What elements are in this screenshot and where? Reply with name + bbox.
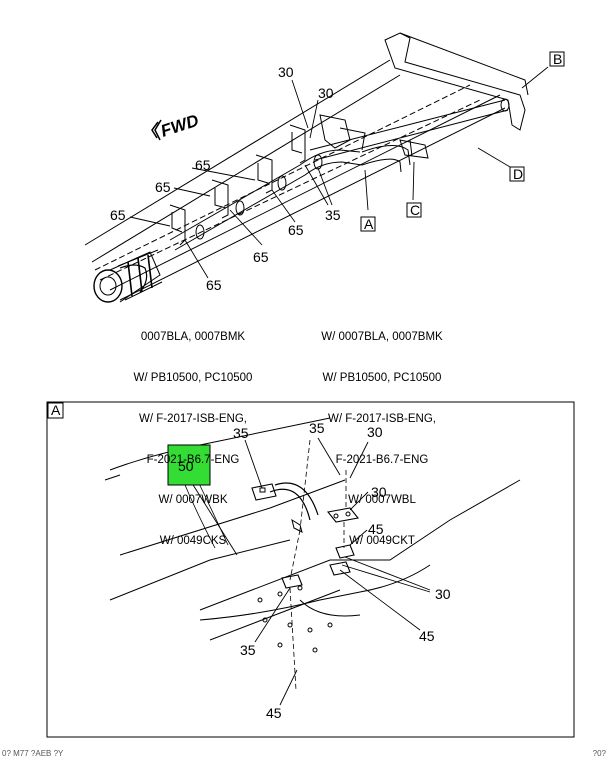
top-leader-lines xyxy=(129,66,549,279)
svg-text:D: D xyxy=(513,166,523,182)
callout-65-d: 65 xyxy=(288,222,304,238)
footer-left: 0? M77 ?AEB ?Y xyxy=(2,749,64,758)
callout-65-a: 65 xyxy=(195,157,211,173)
detail-callout-45-c: 45 xyxy=(266,705,282,721)
detail-callout-35-a: 35 xyxy=(233,425,249,441)
detail-callout-45-b: 45 xyxy=(419,628,435,644)
aftertreatment-canister xyxy=(93,249,163,303)
view-ref-box-a: A xyxy=(360,216,376,232)
fwd-label: FWD xyxy=(158,111,201,141)
detail-callout-30-a: 30 xyxy=(367,424,383,440)
detail-callout-30-c: 30 xyxy=(435,586,451,602)
svg-text:A: A xyxy=(51,402,61,418)
callout-65-c: 65 xyxy=(110,207,126,223)
callout-30-b: 30 xyxy=(318,85,334,101)
detail-callout-45-a: 45 xyxy=(368,521,384,537)
detail-callout-30-b: 30 xyxy=(371,484,387,500)
callout-30-a: 30 xyxy=(278,64,294,80)
view-ref-box-c: C xyxy=(406,202,422,218)
detail-leader-lines xyxy=(189,437,431,706)
callout-50-label: 50 xyxy=(178,458,194,474)
view-ref-box-b: B xyxy=(549,51,565,67)
callout-50-highlight: 50 xyxy=(167,444,211,486)
footer-right: ?0? xyxy=(592,749,606,758)
frame-rivets xyxy=(257,585,333,653)
callout-65-b: 65 xyxy=(155,179,171,195)
callout-35: 35 xyxy=(325,207,341,223)
highlight-box xyxy=(167,444,211,486)
callout-65-f: 65 xyxy=(206,277,222,293)
callout-65-e: 65 xyxy=(253,249,269,265)
svg-text:B: B xyxy=(553,51,562,67)
note-left: 0007BLA, 0007BMK W/ PB10500, PC10500 W/ … xyxy=(133,331,253,548)
svg-text:C: C xyxy=(410,202,420,218)
detail-callout-35-c: 35 xyxy=(240,642,256,658)
note-right: W/ 0007BLA, 0007BMK W/ PB10500, PC10500 … xyxy=(321,331,443,548)
frame-rail-assembly xyxy=(84,32,549,303)
detail-view-frame xyxy=(46,401,575,738)
forward-arrow xyxy=(151,119,162,141)
hanger-brackets xyxy=(169,114,366,246)
svg-text:A: A xyxy=(364,216,374,232)
detail-view-label-box: A xyxy=(47,402,64,419)
detail-dashed-lines xyxy=(289,439,347,691)
detail-callout-35-b: 35 xyxy=(309,420,325,436)
view-ref-box-d: D xyxy=(509,166,525,182)
